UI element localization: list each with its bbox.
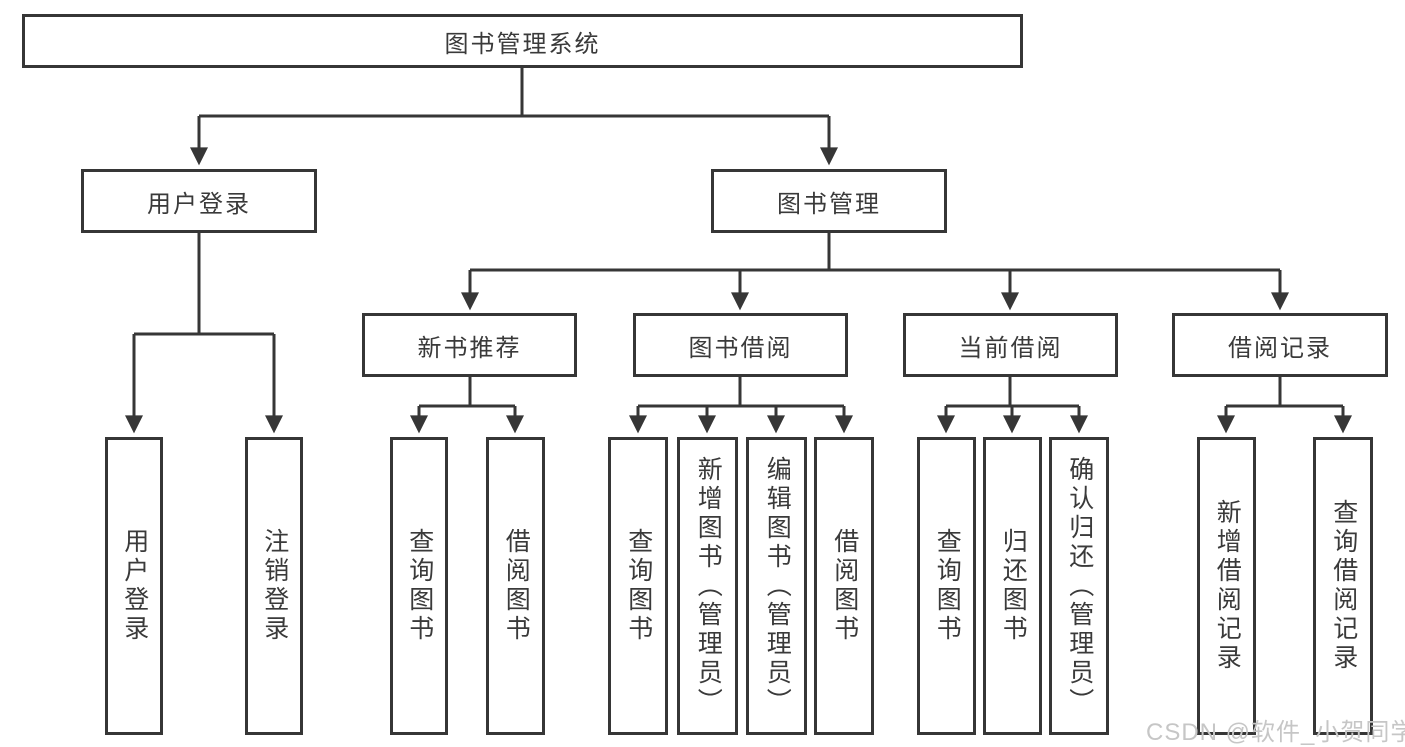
node-leaf-borrow-books-borrowing: 借阅图书 [814, 437, 874, 735]
node-book-management: 图书管理 [711, 169, 947, 233]
node-leaf-query-borrow-record: 查询借阅记录 [1313, 437, 1373, 735]
node-label: 确认归还（管理员） [1065, 455, 1094, 717]
node-label: 查询借阅记录 [1329, 499, 1358, 673]
node-label: 查询图书 [624, 528, 653, 644]
node-leaf-return-books: 归还图书 [983, 437, 1042, 735]
node-label: 用户登录 [147, 190, 251, 218]
node-label: 用户登录 [120, 528, 149, 644]
node-label: 当前借阅 [958, 334, 1063, 362]
node-leaf-borrow-books-recommend: 借阅图书 [486, 437, 545, 735]
node-leaf-confirm-return-admin: 确认归还（管理员） [1049, 437, 1109, 735]
node-label: 借阅图书 [830, 528, 859, 644]
node-label: 编辑图书（管理员） [763, 455, 792, 717]
node-label: 借阅图书 [502, 528, 531, 644]
node-leaf-edit-book-admin: 编辑图书（管理员） [746, 437, 807, 735]
node-leaf-query-books-recommend: 查询图书 [390, 437, 448, 735]
node-label: 新增图书（管理员） [694, 455, 723, 717]
node-leaf-add-book-admin: 新增图书（管理员） [677, 437, 738, 735]
node-label: 归还图书 [999, 528, 1028, 644]
node-label: 图书借阅 [688, 334, 793, 362]
node-new-book-recommendation: 新书推荐 [362, 313, 577, 377]
node-leaf-logout: 注销登录 [245, 437, 303, 735]
node-label: 新增借阅记录 [1213, 499, 1242, 673]
node-leaf-query-books-borrowing: 查询图书 [608, 437, 668, 735]
node-library-management-system: 图书管理系统 [22, 14, 1023, 68]
node-label: 借阅记录 [1228, 334, 1332, 362]
node-leaf-query-books-current: 查询图书 [917, 437, 976, 735]
node-borrowing-records: 借阅记录 [1172, 313, 1388, 377]
csdn-watermark: CSDN @软件_小贺同学 [1146, 719, 1405, 746]
node-current-borrowing: 当前借阅 [903, 313, 1118, 377]
node-label: 查询图书 [405, 528, 434, 644]
node-label: 查询图书 [933, 528, 962, 644]
node-label: 图书管理系统 [444, 30, 601, 58]
node-book-borrowing: 图书借阅 [633, 313, 848, 377]
node-leaf-add-borrow-record: 新增借阅记录 [1197, 437, 1256, 735]
node-label: 新书推荐 [417, 334, 522, 362]
node-label: 注销登录 [260, 528, 289, 644]
node-label: 图书管理 [777, 190, 881, 218]
node-leaf-user-login: 用户登录 [105, 437, 163, 735]
node-user-login: 用户登录 [81, 169, 317, 233]
